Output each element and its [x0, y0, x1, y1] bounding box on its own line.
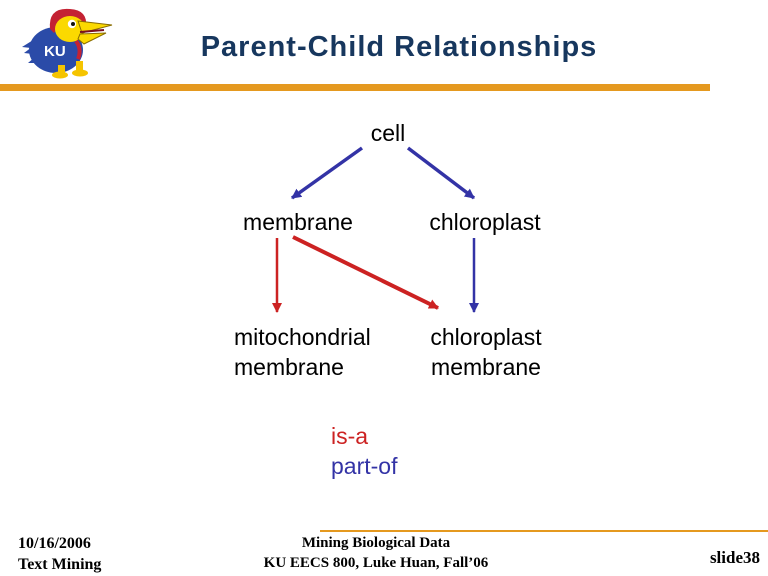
legend: is-a part-of: [331, 421, 397, 481]
logo-upper-beak: [77, 20, 113, 34]
node-chloroplast: chloroplast: [429, 209, 541, 235]
legend-is-a: is-a: [331, 423, 369, 449]
legend-part-of: part-of: [331, 453, 398, 479]
edge-membrane-chloroplast-membrane: [292, 235, 439, 310]
footer-date-course: 10/16/2006 Text Mining: [18, 533, 101, 575]
logo-leg: [58, 65, 65, 75]
ku-jayhawk-logo: KU: [22, 8, 113, 79]
footer-center-line1: Mining Biological Data: [301, 535, 451, 551]
edge-cell-chloroplast: [406, 146, 476, 200]
footer-accent-line: [320, 530, 768, 532]
slide-title: Parent-Child Relationships: [200, 31, 598, 63]
footer-date: 10/16/2006: [18, 535, 91, 552]
footer-center-line2: KU EECS 800, Luke Huan, Fall’06: [263, 555, 489, 571]
logo-lower-beak: [77, 32, 107, 45]
footer-course: Text Mining: [18, 556, 102, 573]
logo-ku-text: KU: [44, 43, 66, 60]
edge-cell-membrane: [290, 146, 364, 200]
footer-center: Mining Biological Data KU EECS 800, Luke…: [220, 533, 532, 573]
header-accent-bar: [0, 84, 710, 91]
node-cell: cell: [370, 120, 406, 146]
logo-face: [55, 16, 85, 42]
node-membrane: membrane: [243, 209, 353, 235]
slide-number: slide38: [709, 548, 760, 567]
